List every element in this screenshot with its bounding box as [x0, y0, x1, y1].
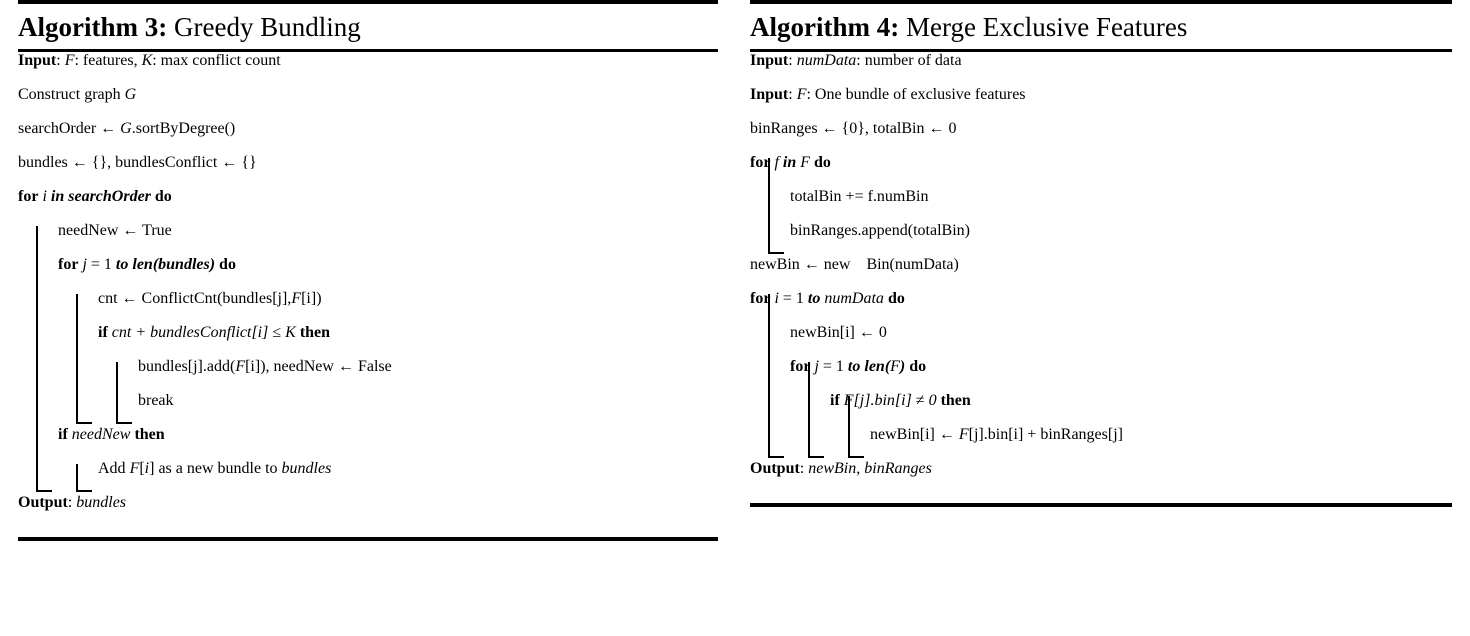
- algorithm-line: for i in searchOrder do: [18, 188, 172, 205]
- algorithm-line: for j = 1 to len(F) do: [790, 358, 927, 375]
- algorithm-line: needNew ← True: [58, 222, 172, 239]
- algorithm-line: bundles ← {}, bundlesConflict ← {}: [18, 154, 257, 171]
- algorithm-line: newBin[i] ← F[j].bin[i] + binRanges[j]: [870, 426, 1123, 443]
- algorithm-body: Input: F: features, K: max conflict coun…: [18, 52, 718, 537]
- algorithm-block-4: Algorithm 4: Merge Exclusive Features In…: [750, 0, 1452, 507]
- indent-guide: [768, 294, 784, 458]
- algorithm-line: Construct graph G: [18, 86, 137, 103]
- algorithm-line: if cnt + bundlesConflict[i] ≤ K then: [98, 324, 331, 341]
- algorithm-top-rule: [18, 0, 718, 4]
- algorithm-header-rule: [750, 49, 1452, 52]
- algorithm-line: cnt ← ConflictCnt(bundles[j],F[i]): [98, 290, 322, 307]
- algorithm-line: binRanges.append(totalBin): [790, 222, 970, 239]
- algorithm-bottom-rule: [18, 537, 718, 541]
- indent-guide: [116, 362, 132, 424]
- algorithm-title: Algorithm 4: Merge Exclusive Features: [750, 4, 1452, 49]
- algorithm-line: totalBin += f.numBin: [790, 188, 929, 205]
- algorithm-title: Algorithm 3: Greedy Bundling: [18, 4, 718, 49]
- algorithm-line: Input: F: features, K: max conflict coun…: [18, 52, 281, 69]
- algorithm-number: Algorithm 3:: [18, 12, 168, 42]
- algorithm-name: Merge Exclusive Features: [905, 12, 1188, 42]
- algorithm-line: for f in F do: [750, 154, 831, 171]
- indent-guide: [768, 158, 784, 254]
- algorithm-bottom-rule: [750, 503, 1452, 507]
- algorithm-line: Input: F: One bundle of exclusive featur…: [750, 86, 1026, 103]
- algorithm-block-3: Algorithm 3: Greedy Bundling Input: F: f…: [18, 0, 718, 541]
- algorithm-name: Greedy Bundling: [173, 12, 361, 42]
- algorithm-line: Output: newBin, binRanges: [750, 460, 932, 477]
- indent-guide: [76, 294, 92, 424]
- algorithm-number: Algorithm 4:: [750, 12, 900, 42]
- algorithm-line: bundles[j].add(F[i]), needNew ← False: [138, 358, 392, 375]
- algorithm-line: break: [138, 392, 174, 409]
- algorithm-line: Add F[i] as a new bundle to bundles: [98, 460, 332, 477]
- algorithm-header-rule: [18, 49, 718, 52]
- algorithm-line: for j = 1 to len(bundles) do: [58, 256, 236, 273]
- algorithm-top-rule: [750, 0, 1452, 4]
- algorithm-line: binRanges ← {0}, totalBin ← 0: [750, 120, 957, 137]
- algorithm-line: for i = 1 to numData do: [750, 290, 905, 307]
- algorithm-line: if needNew then: [58, 426, 165, 443]
- algorithm-line: if F[j].bin[i] ≠ 0 then: [830, 392, 971, 409]
- algorithm-line: Output: bundles: [18, 494, 127, 511]
- algorithm-line: newBin[i] ← 0: [790, 324, 887, 341]
- algorithm-line: searchOrder ← G.sortByDegree(): [18, 120, 236, 137]
- indent-guide: [808, 362, 824, 458]
- indent-guide: [76, 464, 92, 492]
- indent-guide: [848, 396, 864, 458]
- indent-guide: [36, 226, 52, 492]
- algorithm-line: Input: numData: number of data: [750, 52, 962, 69]
